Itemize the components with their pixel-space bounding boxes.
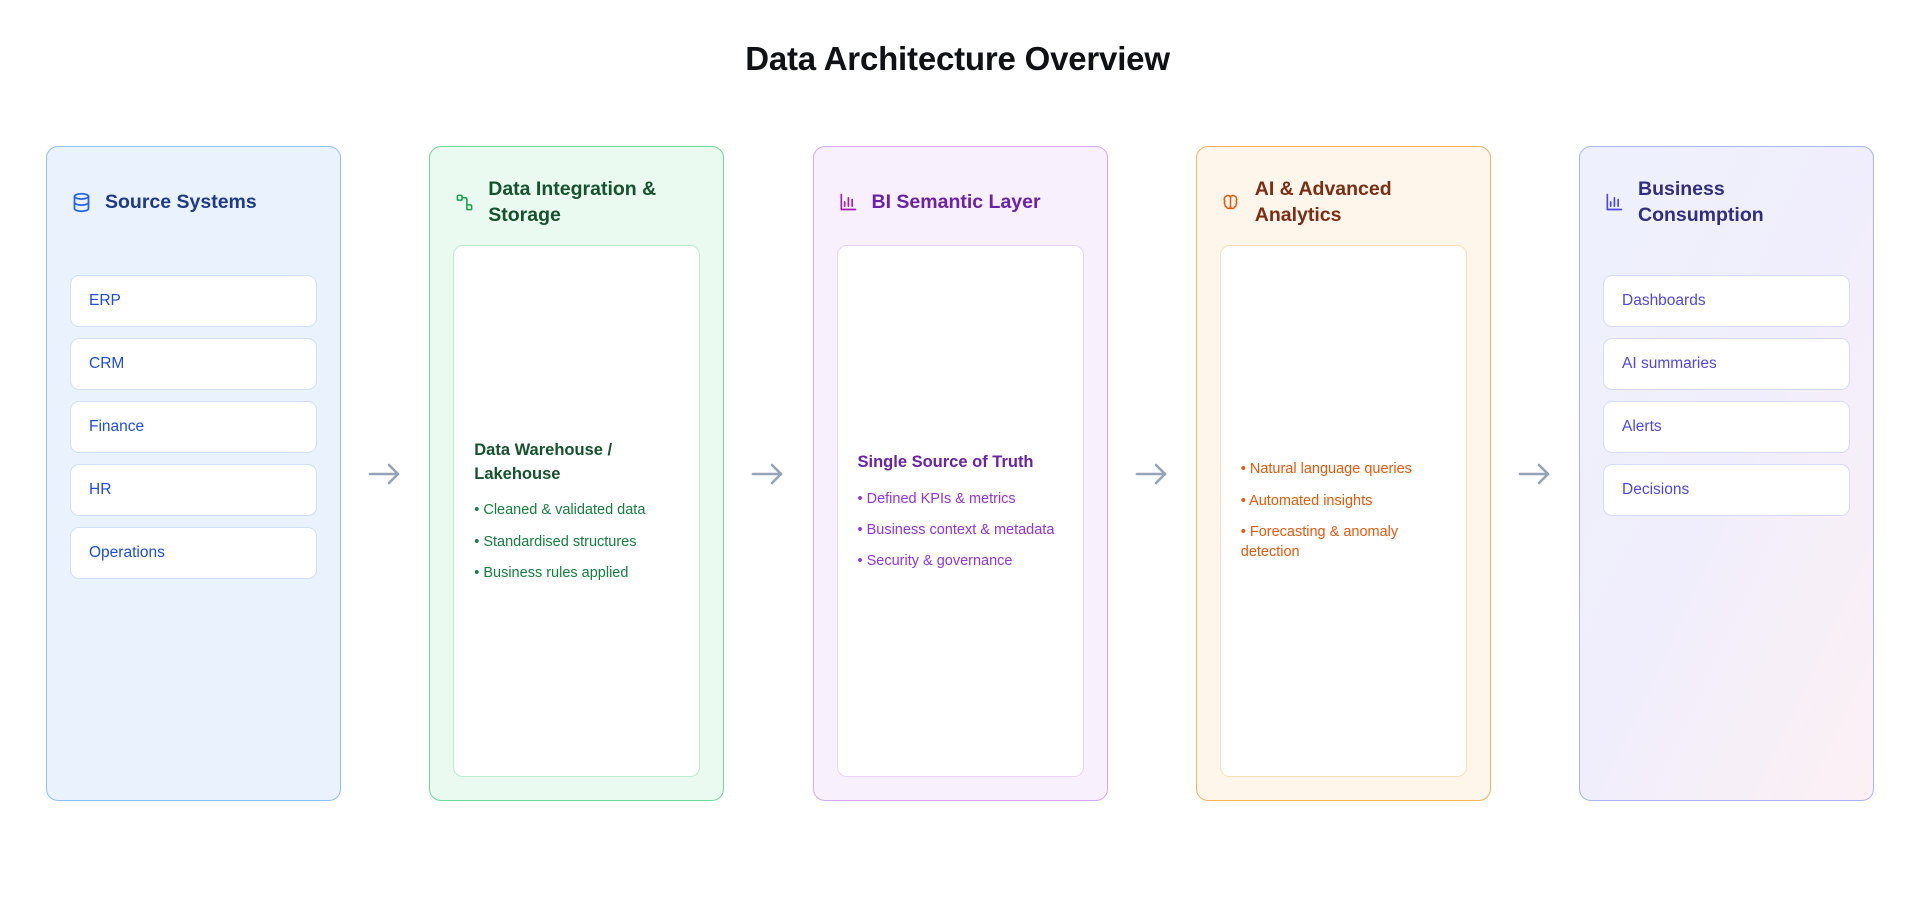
stage-bi-semantic-layer[interactable]: BI Semantic Layer Single Source of Truth… (812, 146, 1108, 801)
flow-arrow (724, 146, 812, 801)
stage-header: BI Semantic Layer (837, 173, 1084, 231)
bar-chart-icon (837, 191, 859, 213)
arrow-right-icon (1518, 463, 1550, 484)
list-item[interactable]: Finance (70, 401, 317, 453)
list-item[interactable]: AI summaries (1603, 338, 1850, 390)
bullet-item: • Natural language queries (1240, 461, 1412, 478)
database-icon (70, 191, 92, 213)
stage-item-list: Dashboards AI summaries Alerts Decisions (1603, 275, 1850, 516)
list-item[interactable]: HR (70, 464, 317, 516)
stage-title: Data Integration & Storage (488, 177, 657, 226)
bullet-item: • Security & governance (857, 553, 1013, 570)
arrow-right-icon (368, 463, 400, 484)
bullet-item: • Automated insights (1240, 492, 1373, 509)
bar-chart-icon (1603, 191, 1625, 213)
bullet-list: • Cleaned & validated data • Standardise… (474, 500, 679, 583)
stage-item-list: ERP CRM Finance HR Operations (70, 275, 317, 579)
stage-business-consumption[interactable]: Business Consumption Dashboards AI summa… (1579, 146, 1874, 801)
stage-header: Source Systems (70, 173, 317, 231)
stage-header: Data Integration & Storage (453, 173, 700, 231)
bullet-item: • Cleaned & validated data (474, 502, 646, 519)
stage-detail-panel: • Natural language queries • Automated i… (1219, 245, 1467, 777)
bullet-item: • Standardised structures (474, 533, 637, 550)
stage-header: AI & Advanced Analytics (1220, 173, 1467, 231)
list-item[interactable]: Dashboards (1603, 275, 1850, 327)
stage-detail-panel: Data Warehouse / Lakehouse • Cleaned & v… (453, 245, 701, 777)
stage-source-systems[interactable]: Source Systems ERP CRM Finance HR Operat… (46, 146, 341, 801)
stage-detail-panel: Single Source of Truth • Defined KPIs & … (836, 245, 1084, 777)
panel-title: Data Warehouse / Lakehouse (474, 440, 613, 483)
list-item[interactable]: Alerts (1603, 401, 1850, 453)
stage-data-integration-storage[interactable]: Data Integration & Storage Data Warehous… (429, 146, 725, 801)
stage-title: BI Semantic Layer (871, 190, 1041, 213)
stage-header: Business Consumption (1603, 173, 1850, 231)
arrow-right-icon (752, 463, 783, 484)
page-title: Data Architecture Overview (745, 40, 1170, 77)
list-item[interactable]: CRM (70, 338, 317, 390)
architecture-flow: Source Systems ERP CRM Finance HR Operat… (46, 146, 1874, 806)
stage-title: Source Systems (105, 190, 257, 213)
list-item[interactable]: Operations (70, 527, 317, 579)
stage-title: AI & Advanced Analytics (1254, 177, 1392, 226)
bullet-item: • Business rules applied (474, 565, 629, 582)
bullet-list: • Defined KPIs & metrics • Business cont… (858, 489, 1063, 572)
brain-icon (1220, 191, 1242, 213)
list-item[interactable]: ERP (70, 275, 317, 327)
flow-arrow (1491, 146, 1579, 801)
bullet-list: • Natural language queries • Automated i… (1241, 459, 1446, 562)
stage-ai-advanced-analytics[interactable]: AI & Advanced Analytics • Natural langua… (1195, 146, 1491, 801)
list-item[interactable]: Decisions (1603, 464, 1850, 516)
flow-arrow (341, 146, 429, 801)
arrow-right-icon (1135, 463, 1166, 484)
bullet-item: • Business context & metadata (857, 521, 1055, 538)
bullet-item: • Defined KPIs & metrics (857, 490, 1016, 507)
workflow-icon (453, 191, 475, 213)
stage-title: Business Consumption (1638, 177, 1764, 226)
bullet-item: • Forecasting & anomaly detection (1240, 524, 1399, 561)
panel-title: Single Source of Truth (857, 452, 1034, 471)
flow-arrow (1108, 146, 1196, 801)
